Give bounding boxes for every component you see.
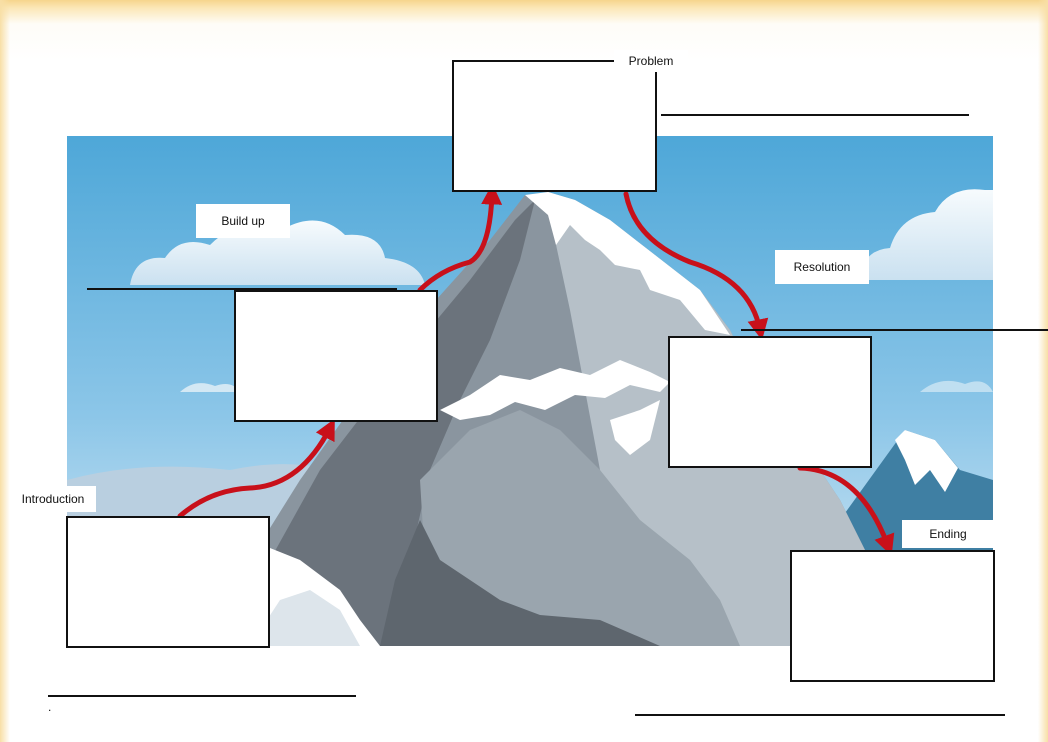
problem-box[interactable] xyxy=(452,60,657,192)
arrow-buildup-to-problem xyxy=(417,183,503,293)
arrow-intro-to-buildup xyxy=(177,418,335,519)
introduction-label: Introduction xyxy=(10,486,96,512)
mountain-ridge xyxy=(420,410,740,646)
story-arrows xyxy=(177,183,895,556)
cloud-left xyxy=(130,220,425,285)
introduction-box[interactable] xyxy=(66,516,270,648)
resolution-label: Resolution xyxy=(775,250,869,284)
problem-writing-line[interactable] xyxy=(661,114,969,116)
page-edge-glow-right xyxy=(1038,0,1048,742)
problem-label: Problem xyxy=(614,50,688,72)
mountain-shadow-left xyxy=(250,200,535,646)
introduction-writing-line[interactable] xyxy=(48,695,356,697)
cloud-small xyxy=(180,383,240,392)
build-up-writing-line[interactable] xyxy=(87,288,397,290)
page-edge-glow-left xyxy=(0,0,10,742)
ending-box[interactable] xyxy=(790,550,995,682)
build-up-box[interactable] xyxy=(234,290,438,422)
snow-band xyxy=(440,360,670,420)
resolution-writing-line[interactable] xyxy=(741,329,1048,331)
blue-peak-right-snow xyxy=(895,430,958,492)
build-up-label: Build up xyxy=(196,204,290,238)
ending-writing-line[interactable] xyxy=(635,714,1005,716)
arrow-resolution-to-ending xyxy=(797,465,895,556)
ending-label: Ending xyxy=(902,520,994,548)
resolution-box[interactable] xyxy=(668,336,872,468)
arrow-problem-to-resolution xyxy=(623,191,769,341)
cloud-small-right xyxy=(920,380,993,392)
mountain-dark-base xyxy=(380,520,660,646)
snow-cap xyxy=(525,192,730,335)
footnote-mark: . xyxy=(48,700,52,714)
snow-base-left-shade xyxy=(250,590,360,646)
snow-band-right xyxy=(610,400,660,455)
cloud-right xyxy=(860,189,993,280)
